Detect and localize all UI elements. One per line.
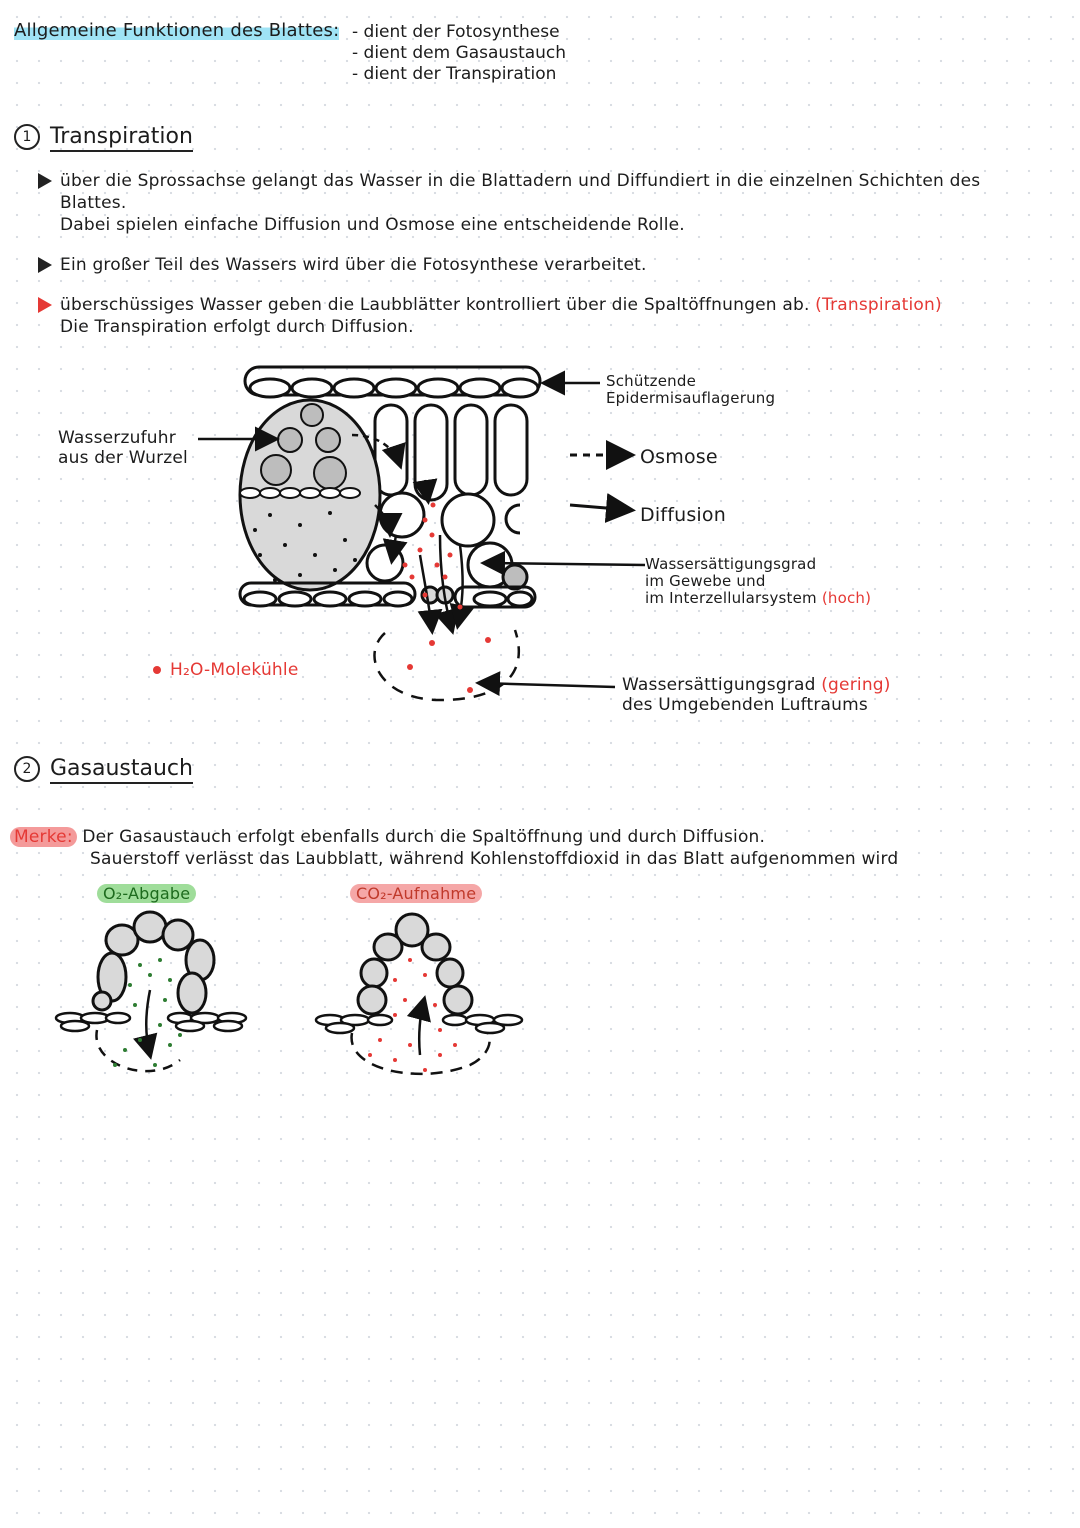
function-list: - dient der Fotosynthese - dient dem Gas… xyxy=(352,22,566,85)
palisade-cells xyxy=(373,403,529,502)
o2-release-label: O₂-Abgabe xyxy=(97,884,197,903)
merke-note: Merke: Der Gasaustauch erfolgt ebenfalls… xyxy=(10,826,898,870)
upper-epidermis xyxy=(243,365,542,399)
diffusion-legend-icon xyxy=(569,493,636,523)
bullet-3: überschüssiges Wasser geben die Laubblät… xyxy=(38,294,942,338)
co2-uptake-label: CO₂-Aufnahme xyxy=(350,884,483,903)
bullet-2: Ein großer Teil des Wassers wird über di… xyxy=(38,255,647,275)
label-water-supply: Wasserzufuhr aus der Wurzel xyxy=(58,428,188,468)
section-title: Transpiration xyxy=(50,124,193,152)
function-item: - dient dem Gasaustauch xyxy=(352,43,567,63)
label-epidermis: Schützende Epidermisauflagerung xyxy=(606,372,776,407)
legend-h2o: H₂O-Molekühle xyxy=(170,660,299,680)
vascular-bundle xyxy=(238,398,382,592)
label-pointers xyxy=(198,370,646,697)
section-title: Gasaustauch xyxy=(50,756,193,784)
co2-stoma xyxy=(314,912,524,1076)
bullet-arrow-icon xyxy=(38,173,52,189)
section-number: 1 xyxy=(14,124,40,150)
air-space-outline xyxy=(373,629,521,702)
label-saturation-high: Wassersättigungsgrad im Gewebe und im In… xyxy=(645,555,872,607)
leaf-cross-section-diagram xyxy=(153,365,646,702)
osmosis-arrows xyxy=(351,433,438,565)
legend-diffusion: Diffusion xyxy=(640,504,726,526)
section-heading-transpiration: 1 Transpiration xyxy=(14,124,193,152)
bullet-arrow-red-icon xyxy=(38,297,52,313)
legend-osmose: Osmose xyxy=(640,446,718,468)
function-item: - dient der Fotosynthese xyxy=(352,22,560,42)
bullet-arrow-icon xyxy=(38,257,52,273)
page-title: Allgemeine Funktionen des Blattes: xyxy=(14,20,340,41)
spongy-cells xyxy=(365,491,529,591)
h2o-legend-icon xyxy=(153,666,161,674)
section-heading-gasaustausch: 2 Gasaustauch xyxy=(14,756,193,784)
h2o-molecules xyxy=(402,502,491,693)
o2-stoma xyxy=(54,910,248,1073)
function-item: - dient der Transpiration xyxy=(352,64,557,84)
section-number: 2 xyxy=(14,756,40,782)
label-saturation-low: Wassersättigungsgrad (gering) des Umgebe… xyxy=(622,675,891,715)
lower-epidermis xyxy=(238,581,537,609)
merke-label: Merke: xyxy=(10,827,77,847)
stoma-diagrams xyxy=(54,910,524,1076)
bullet-1: über die Sprossachse gelangt das Wasser … xyxy=(38,170,1058,236)
